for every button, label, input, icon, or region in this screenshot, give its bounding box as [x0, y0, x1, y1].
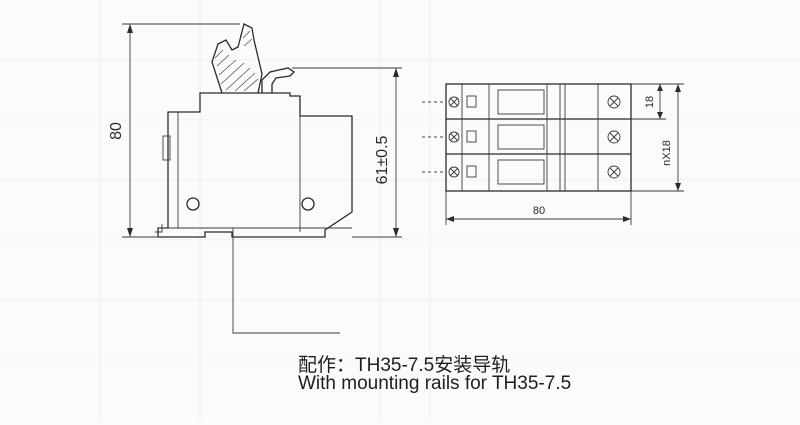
fuse-window-3: [497, 159, 545, 185]
mounting-hole-left: [186, 197, 200, 211]
dim-height-80: 80: [108, 23, 240, 238]
side-latch: [162, 135, 171, 161]
top-view-outline: [445, 83, 632, 192]
dim-width-text: 80: [533, 205, 545, 217]
fuse-window-2: [497, 124, 545, 150]
dim-total-pitch-text: nX18: [661, 140, 673, 166]
dim-rail-height-text: 61±0.5: [374, 135, 391, 184]
side-view-body-outline: [157, 92, 353, 238]
din-rail-leader: [232, 228, 340, 334]
side-view: [155, 23, 353, 334]
fuse-holder-lid: [211, 23, 263, 94]
caption-english: With mounting rails for TH35-7.5: [298, 373, 572, 394]
dim-height-text: 80: [108, 122, 125, 140]
dim-total-pitch: nX18: [631, 83, 684, 192]
release-lever: [261, 67, 296, 93]
fuse-window-1: [497, 89, 545, 115]
dim-width-80: 80: [445, 191, 632, 225]
caption-chinese: 配作：TH35-7.5安装导轨: [298, 355, 511, 376]
dim-rail-height: 61±0.5: [292, 67, 402, 238]
terminal-screws-right: [607, 95, 621, 179]
dim-pitch-18: 18: [631, 83, 666, 120]
mounting-hole-right: [301, 197, 315, 211]
terminal-screws-left: [448, 96, 460, 178]
dim-pitch-text: 18: [644, 96, 656, 108]
top-view: [422, 83, 632, 192]
